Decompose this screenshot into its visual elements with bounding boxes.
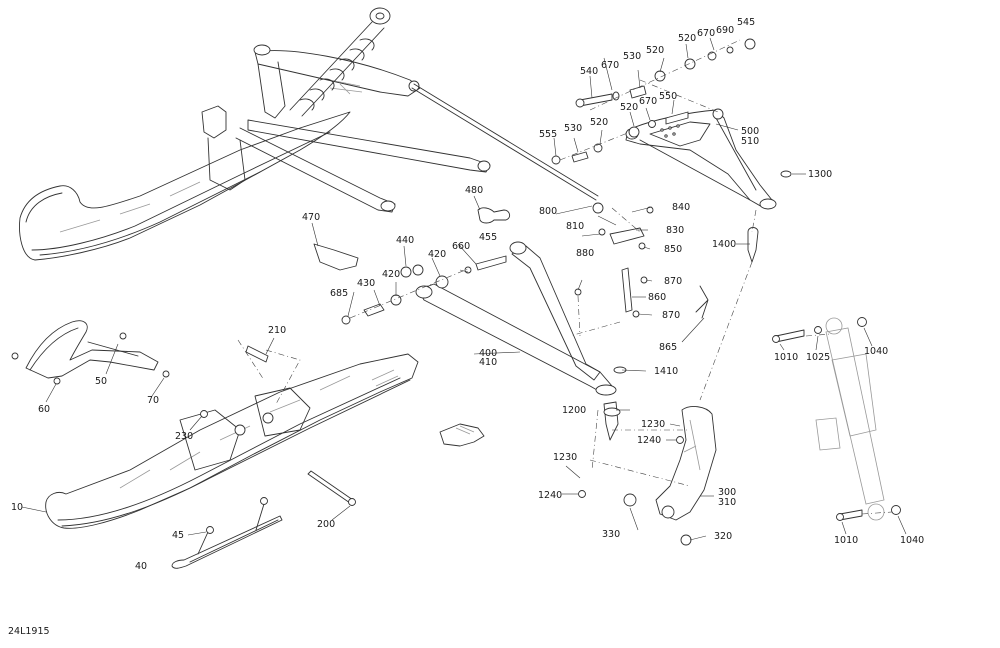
callout-840: 840 (672, 202, 690, 213)
callout-1230-right: 1230 (641, 419, 665, 430)
callout-1400: 1400 (712, 239, 736, 250)
callout-labels: 10 40 45 50 60 70 200 210 230 300 310 32… (11, 17, 924, 572)
callout-60: 60 (38, 404, 50, 415)
callout-230: 230 (175, 431, 193, 442)
spacer-210 (245, 345, 269, 363)
callout-550: 550 (659, 91, 677, 102)
callout-440: 440 (396, 235, 414, 246)
callout-1300: 1300 (808, 169, 832, 180)
callout-300: 300 (718, 487, 736, 498)
callout-690: 690 (716, 25, 734, 36)
callout-530-a: 530 (623, 51, 641, 62)
callout-200: 200 (317, 519, 335, 530)
callout-670-b: 670 (697, 28, 715, 39)
callout-400: 400 (479, 348, 497, 359)
callout-520-d: 520 (590, 117, 608, 128)
callout-1010-bottom: 1010 (834, 535, 858, 546)
ski (45, 353, 419, 529)
callout-1410: 1410 (654, 366, 678, 377)
callout-420-right: 420 (428, 249, 446, 260)
assembled-ski-suspension (19, 7, 599, 261)
callout-50: 50 (95, 376, 107, 387)
callout-1025: 1025 (806, 352, 830, 363)
callout-520-a: 520 (646, 45, 664, 56)
leader-lines (21, 37, 907, 541)
callout-1200: 1200 (562, 405, 586, 416)
callout-410: 410 (479, 357, 497, 368)
callout-210: 210 (268, 325, 286, 336)
callout-1230-left: 1230 (553, 452, 577, 463)
callout-865: 865 (659, 342, 677, 353)
ball-joint-1400 (747, 227, 759, 263)
callout-1040-bottom: 1040 (900, 535, 924, 546)
callout-420-left: 420 (382, 269, 400, 280)
callout-1010-top: 1010 (774, 352, 798, 363)
callout-45: 45 (172, 530, 184, 541)
callout-320: 320 (714, 531, 732, 542)
lower-arm-hardware (313, 207, 511, 325)
callout-545: 545 (737, 17, 755, 28)
spindle (578, 366, 717, 546)
callout-540: 540 (580, 66, 598, 77)
callout-1040-top: 1040 (864, 346, 888, 357)
callout-670-c: 670 (639, 96, 657, 107)
callout-480: 480 (465, 185, 483, 196)
callout-40: 40 (135, 561, 147, 572)
ski-handle (11, 320, 170, 385)
callout-1240-left: 1240 (538, 490, 562, 501)
callout-685: 685 (330, 288, 348, 299)
lower-a-arm (415, 241, 617, 396)
callout-860: 860 (648, 292, 666, 303)
callout-670-a: 670 (601, 60, 619, 71)
callout-70: 70 (147, 395, 159, 406)
callout-455: 455 (479, 232, 497, 243)
callout-310: 310 (718, 497, 736, 508)
callout-520-c: 520 (620, 102, 638, 113)
callout-660: 660 (452, 241, 470, 252)
callout-870-a: 870 (664, 276, 682, 287)
bolt-200 (307, 470, 354, 504)
callout-10: 10 (11, 502, 23, 513)
callout-555: 555 (539, 129, 557, 140)
shock-spring (289, 7, 391, 117)
steering-links (574, 206, 709, 319)
upper-arm-hardware (551, 38, 756, 214)
alignment-lines (237, 39, 893, 515)
bumper-block (439, 423, 485, 447)
callout-870-b: 870 (662, 310, 680, 321)
callout-810: 810 (566, 221, 584, 232)
shock-absorber (772, 317, 901, 521)
callout-500: 500 (741, 126, 759, 137)
drawing-code: 24L1915 (8, 626, 50, 637)
callout-430: 430 (357, 278, 375, 289)
callout-1240-right: 1240 (637, 435, 661, 446)
callout-330: 330 (602, 529, 620, 540)
callout-830: 830 (666, 225, 684, 236)
callout-800: 800 (539, 206, 557, 217)
callout-510: 510 (741, 136, 759, 147)
callout-470: 470 (302, 212, 320, 223)
runner (171, 497, 283, 569)
callout-530-b: 530 (564, 123, 582, 134)
callout-850: 850 (664, 244, 682, 255)
callout-520-b: 520 (678, 33, 696, 44)
callout-880: 880 (576, 248, 594, 259)
